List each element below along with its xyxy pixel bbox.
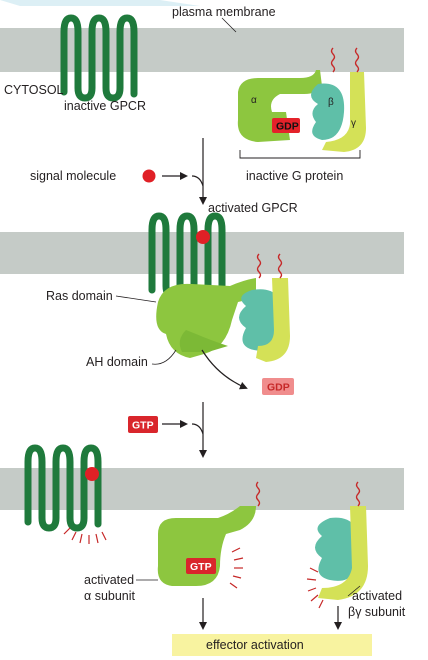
activated-gpcr-label: activated GPCR — [208, 201, 298, 215]
gpcr-activation-burst — [63, 527, 107, 544]
gtp-chip-bound — [186, 558, 216, 574]
inactive-g-protein-label: inactive G protein — [246, 169, 343, 183]
plasma-membrane-label: plasma membrane — [172, 5, 276, 19]
released-gdp-text: GDP — [267, 382, 290, 394]
gdp-chip — [272, 118, 300, 133]
alpha-letter: α — [251, 95, 257, 106]
activated-alpha-label-2: α subunit — [84, 589, 136, 603]
beta-subunit-3 — [315, 517, 361, 581]
ah-domain-label: AH domain — [86, 355, 148, 369]
gamma-subunit — [322, 72, 366, 152]
cytosol-label: CYTOSOL — [4, 83, 64, 97]
bound-signal-molecule-2 — [85, 467, 99, 481]
ras-leader — [115, 295, 157, 303]
inactive-gpcr-label: inactive GPCR — [64, 99, 146, 113]
bound-signal-molecule — [196, 230, 210, 244]
alpha-body — [157, 506, 256, 586]
beta-subunit — [311, 83, 345, 140]
top-ornament — [0, 0, 200, 6]
signal-molecule-dot — [142, 169, 156, 183]
activated-bg-label-1: activated — [352, 589, 402, 603]
beta-subunit-2 — [239, 289, 285, 351]
signal-molecule-label: signal molecule — [30, 169, 116, 183]
inactive-g-protein: α GDP β γ — [237, 47, 366, 152]
gamma-letter: γ — [351, 118, 356, 129]
beta-letter: β — [328, 97, 334, 108]
bg-activation-burst — [306, 567, 324, 609]
signal-curve — [191, 175, 204, 187]
g-protein-bracket — [239, 150, 361, 159]
ah-leader — [151, 349, 177, 365]
gdp-release-arrow — [201, 349, 248, 390]
bg-leader — [347, 585, 361, 597]
ah-domain — [179, 330, 228, 352]
alpha-activation-burst — [229, 547, 244, 589]
effector-activation-label: effector activation — [206, 638, 304, 652]
activated-beta-gamma — [315, 481, 368, 600]
gtp-curve — [191, 423, 204, 435]
gamma-subunit-3 — [318, 506, 368, 600]
activated-bg-label-2: βγ subunit — [348, 605, 406, 619]
gdp-text: GDP — [276, 121, 299, 133]
gtp-chip-input — [128, 416, 158, 433]
gtp-bound-text: GTP — [190, 561, 212, 573]
plasma-membrane-leader — [221, 17, 237, 33]
activated-alpha-label-1: activated — [84, 573, 134, 587]
activated-alpha-subunit: GTP — [157, 481, 261, 586]
gamma-subunit-2 — [256, 278, 290, 362]
activating-g-protein — [156, 253, 290, 362]
plasma-membrane-bottom — [0, 468, 404, 510]
alpha-subunit — [237, 70, 322, 142]
ras-domain-label: Ras domain — [46, 289, 113, 303]
released-gdp-chip — [262, 378, 294, 395]
effector-activation-box — [172, 634, 372, 656]
gtp-input-text: GTP — [132, 420, 154, 432]
